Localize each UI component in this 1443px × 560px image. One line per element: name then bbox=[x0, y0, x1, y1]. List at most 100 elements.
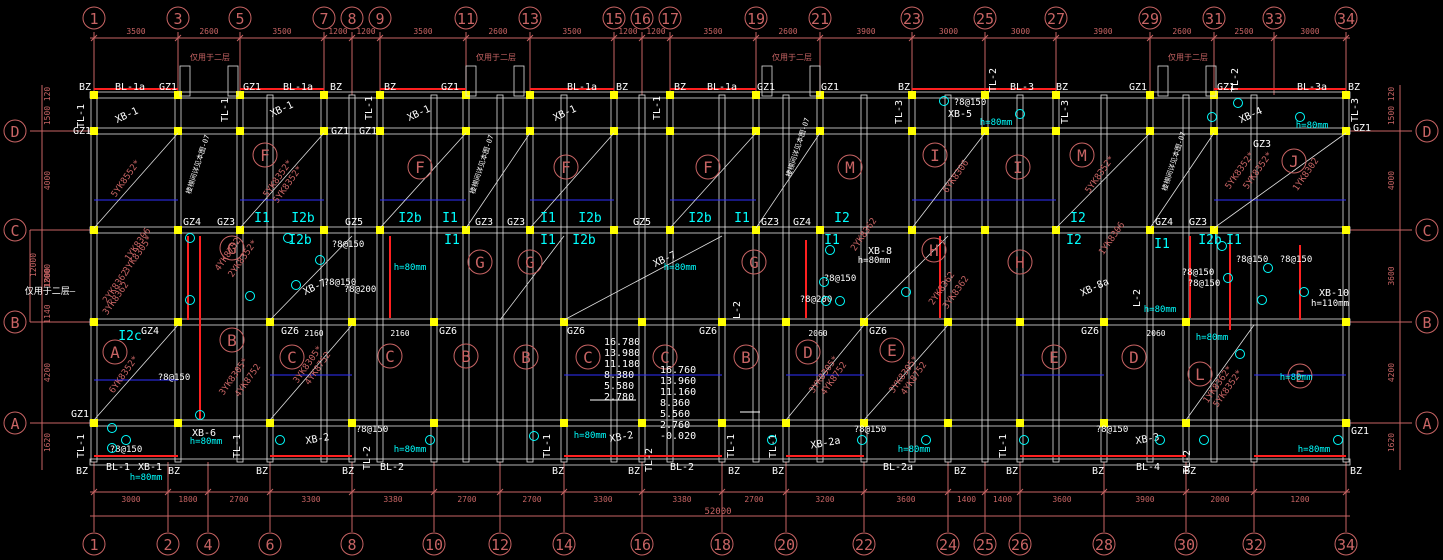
axis-label-top: 15 bbox=[605, 10, 623, 28]
bottom-member-label: BZ bbox=[1092, 466, 1104, 477]
top-member-label: BL-1a bbox=[115, 82, 145, 93]
top-member-label: BZ bbox=[330, 82, 342, 93]
axis-label-bottom: 20 bbox=[777, 536, 795, 554]
column bbox=[1342, 127, 1350, 135]
diagonal-line bbox=[863, 324, 949, 421]
elevation-value: 13.980 bbox=[604, 348, 640, 359]
axis-label-bottom: 14 bbox=[555, 536, 573, 554]
column bbox=[638, 318, 646, 326]
axis-bubble-top bbox=[973, 6, 997, 30]
axis-label-bottom: 8 bbox=[347, 536, 356, 554]
rebar-label: ?8@150 bbox=[854, 425, 887, 435]
axis-bubble-bottom bbox=[258, 532, 282, 556]
column-label: GZ1 bbox=[71, 409, 89, 420]
column bbox=[376, 91, 384, 99]
dim-text-bottom: 3600 bbox=[896, 495, 915, 504]
thickness-label: h=80mm bbox=[574, 431, 607, 441]
rebar-marker bbox=[283, 233, 293, 243]
axis-bubble-bottom bbox=[156, 532, 180, 556]
rebar-label: ?8@150 bbox=[324, 278, 357, 288]
rebar-marker bbox=[107, 443, 117, 453]
column bbox=[782, 419, 790, 427]
thickness-label: h=80mm bbox=[1144, 305, 1177, 315]
column bbox=[320, 127, 328, 135]
room-marker bbox=[795, 339, 821, 365]
axis-label-left: A bbox=[10, 415, 19, 433]
bottom-member-label: BL-1 bbox=[106, 462, 130, 473]
wall-vertical bbox=[348, 94, 356, 463]
room-letter: F bbox=[415, 158, 425, 177]
slab-type-label: I2b bbox=[572, 233, 596, 248]
column bbox=[610, 91, 618, 99]
detail-layer bbox=[93, 88, 1347, 457]
column-label: GZ6 bbox=[1081, 326, 1099, 337]
dim-text-bottom: 2700 bbox=[522, 495, 541, 504]
diagonal-line bbox=[1213, 132, 1347, 229]
axis-bubble-left bbox=[3, 310, 27, 334]
thickness-label: h=80mm bbox=[190, 437, 223, 447]
wall-vertical bbox=[1016, 94, 1024, 463]
room-letter: B bbox=[741, 348, 751, 367]
bottom-member-label: BZ bbox=[552, 466, 564, 477]
bottom-member-label: BL-2a bbox=[883, 462, 913, 473]
elevation-value: 2.760 bbox=[660, 420, 690, 431]
rebar-marker bbox=[767, 435, 777, 445]
column bbox=[526, 226, 534, 234]
column bbox=[560, 318, 568, 326]
room-marker bbox=[1187, 361, 1213, 387]
room-letter: B bbox=[227, 331, 237, 350]
axis-label-top: 19 bbox=[747, 10, 765, 28]
room-marker bbox=[252, 142, 278, 168]
dim-text-left: 1800 bbox=[43, 268, 52, 287]
dim-text-top: 2600 bbox=[1172, 27, 1191, 36]
bottom-member-label: BZ bbox=[628, 466, 640, 477]
axis-label-bottom: 2 bbox=[163, 536, 172, 554]
room-marker bbox=[453, 343, 479, 369]
axis-bubble-left bbox=[3, 119, 27, 143]
column-label: GZ1 bbox=[331, 126, 349, 137]
rebar-marker bbox=[425, 435, 435, 445]
bottom-member-label: BZ bbox=[1006, 466, 1018, 477]
rebar-marker bbox=[1217, 241, 1227, 251]
top-member-label: BL-3a bbox=[1297, 82, 1327, 93]
diagonal-line bbox=[269, 324, 353, 421]
slab-type-label: I2b bbox=[1198, 233, 1222, 248]
room-marker bbox=[575, 344, 601, 370]
room-letter: G bbox=[475, 253, 485, 272]
room-marker bbox=[837, 154, 863, 180]
axis-label-bottom: 22 bbox=[855, 536, 873, 554]
thickness-label: h=80mm bbox=[130, 473, 163, 483]
dim-text-top: 3900 bbox=[856, 27, 875, 36]
rebar-marker bbox=[939, 96, 949, 106]
dim-text-top: 3500 bbox=[562, 27, 581, 36]
top-member-label: BZ bbox=[674, 82, 686, 93]
bottom-member-label: BZ bbox=[772, 466, 784, 477]
column bbox=[1100, 419, 1108, 427]
column-label: GZ3 bbox=[761, 217, 779, 228]
axis-bubble-bottom bbox=[1334, 532, 1358, 556]
room-letter: H bbox=[929, 241, 939, 260]
top-member-label: GZ1 bbox=[757, 82, 775, 93]
axis-bubble-bottom bbox=[1242, 532, 1266, 556]
parapet bbox=[513, 65, 525, 97]
beam-label: TL-1 bbox=[232, 434, 243, 458]
dim-text-top: 2600 bbox=[199, 27, 218, 36]
diagonal-line bbox=[755, 132, 821, 229]
rebar-marker bbox=[901, 287, 911, 297]
top-member-label: BZ bbox=[1348, 82, 1360, 93]
rebar-label: ?8@150 bbox=[1096, 425, 1129, 435]
wall-vertical bbox=[638, 94, 646, 463]
rebar-marker bbox=[1015, 109, 1025, 119]
dim-text-right: 1620 bbox=[1387, 433, 1396, 452]
axis-bubble-top bbox=[1138, 6, 1162, 30]
slab-label: XB-1 bbox=[138, 462, 162, 473]
column bbox=[860, 318, 868, 326]
column bbox=[236, 127, 244, 135]
axis-bubble-bottom bbox=[422, 532, 446, 556]
note-second-floor-only: 仅用于二层 bbox=[190, 52, 230, 62]
diagonal-line bbox=[669, 132, 757, 229]
axis-bubble-top bbox=[368, 6, 392, 30]
axis-label-top: 13 bbox=[521, 10, 539, 28]
slab-type-label: I2 bbox=[834, 211, 850, 226]
dim-text-left: 4200 bbox=[43, 363, 52, 382]
